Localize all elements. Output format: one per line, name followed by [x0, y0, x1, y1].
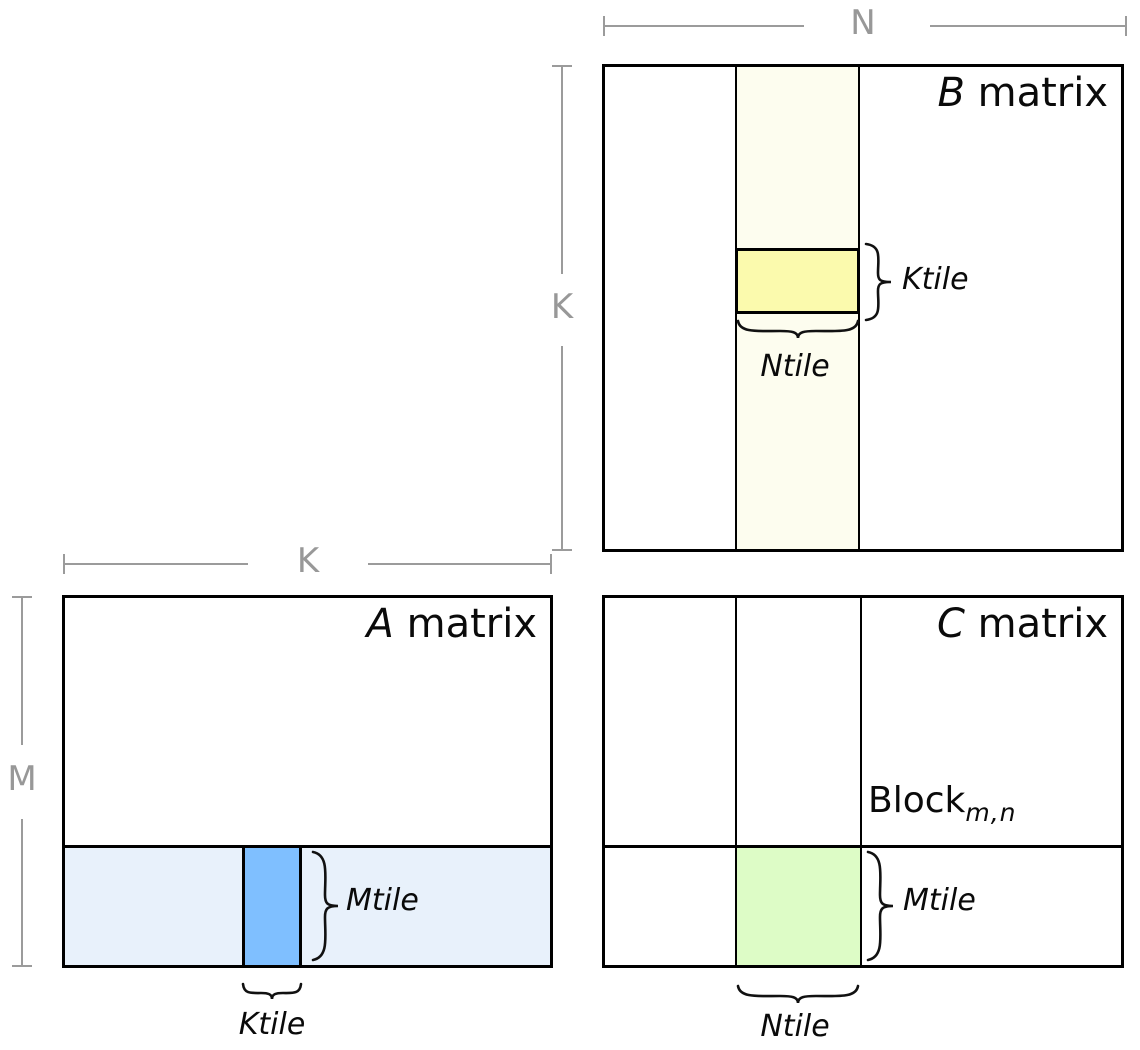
b-k-dimension-line — [552, 65, 572, 551]
m-dimension-line — [12, 596, 32, 967]
c-block-tile — [735, 845, 862, 965]
c-matrix-title-word: matrix — [964, 601, 1108, 647]
b-k-dimension-label: K — [550, 287, 574, 327]
a-matrix-title-word: matrix — [393, 601, 537, 647]
m-dimension-label: M — [7, 759, 37, 799]
a-ktile-label: Ktile — [238, 1007, 306, 1042]
c-right-column-line — [860, 598, 862, 965]
b-matrix-title: B matrix — [937, 71, 1108, 115]
a-k-dimension-label: K — [296, 541, 320, 581]
a-ktile-brace — [241, 982, 303, 1000]
c-matrix-title-letter: C — [936, 601, 965, 647]
b-ntile-label: Ntile — [760, 349, 830, 384]
a-row-strip — [65, 845, 550, 965]
a-matrix-box: A matrix — [62, 595, 553, 968]
b-ktile-label: Ktile — [902, 262, 969, 297]
a-matrix-title: A matrix — [367, 602, 537, 646]
a-mtile-tile — [242, 845, 302, 965]
b-matrix-title-word: matrix — [964, 70, 1108, 116]
b-ntile-brace — [736, 319, 860, 339]
n-dimension-label: N — [850, 3, 876, 43]
c-block-label-subscript: m,n — [965, 798, 1017, 827]
c-mtile-brace — [866, 850, 894, 962]
b-ktile-tile — [735, 248, 860, 314]
c-mtile-label: Mtile — [903, 883, 976, 918]
c-ntile-brace — [736, 984, 860, 1004]
b-ktile-brace — [864, 242, 892, 322]
a-mtile-label: Mtile — [346, 883, 419, 918]
a-matrix-title-letter: A — [366, 601, 394, 647]
c-left-column-line — [735, 598, 737, 965]
c-ntile-label: Ntile — [760, 1009, 830, 1044]
b-matrix-box: B matrix — [602, 64, 1124, 552]
c-block-label-word: Block — [868, 780, 966, 821]
a-mtile-brace — [311, 850, 339, 962]
c-row-divider-line — [605, 845, 1121, 848]
c-matrix-title: C matrix — [937, 602, 1108, 646]
n-dimension-line — [603, 16, 1127, 36]
c-matrix-box: Blockm,n C matrix — [602, 595, 1124, 968]
b-matrix-title-letter: B — [937, 70, 965, 116]
c-block-label: Blockm,n — [868, 780, 1017, 834]
a-k-dimension-line — [63, 554, 552, 574]
